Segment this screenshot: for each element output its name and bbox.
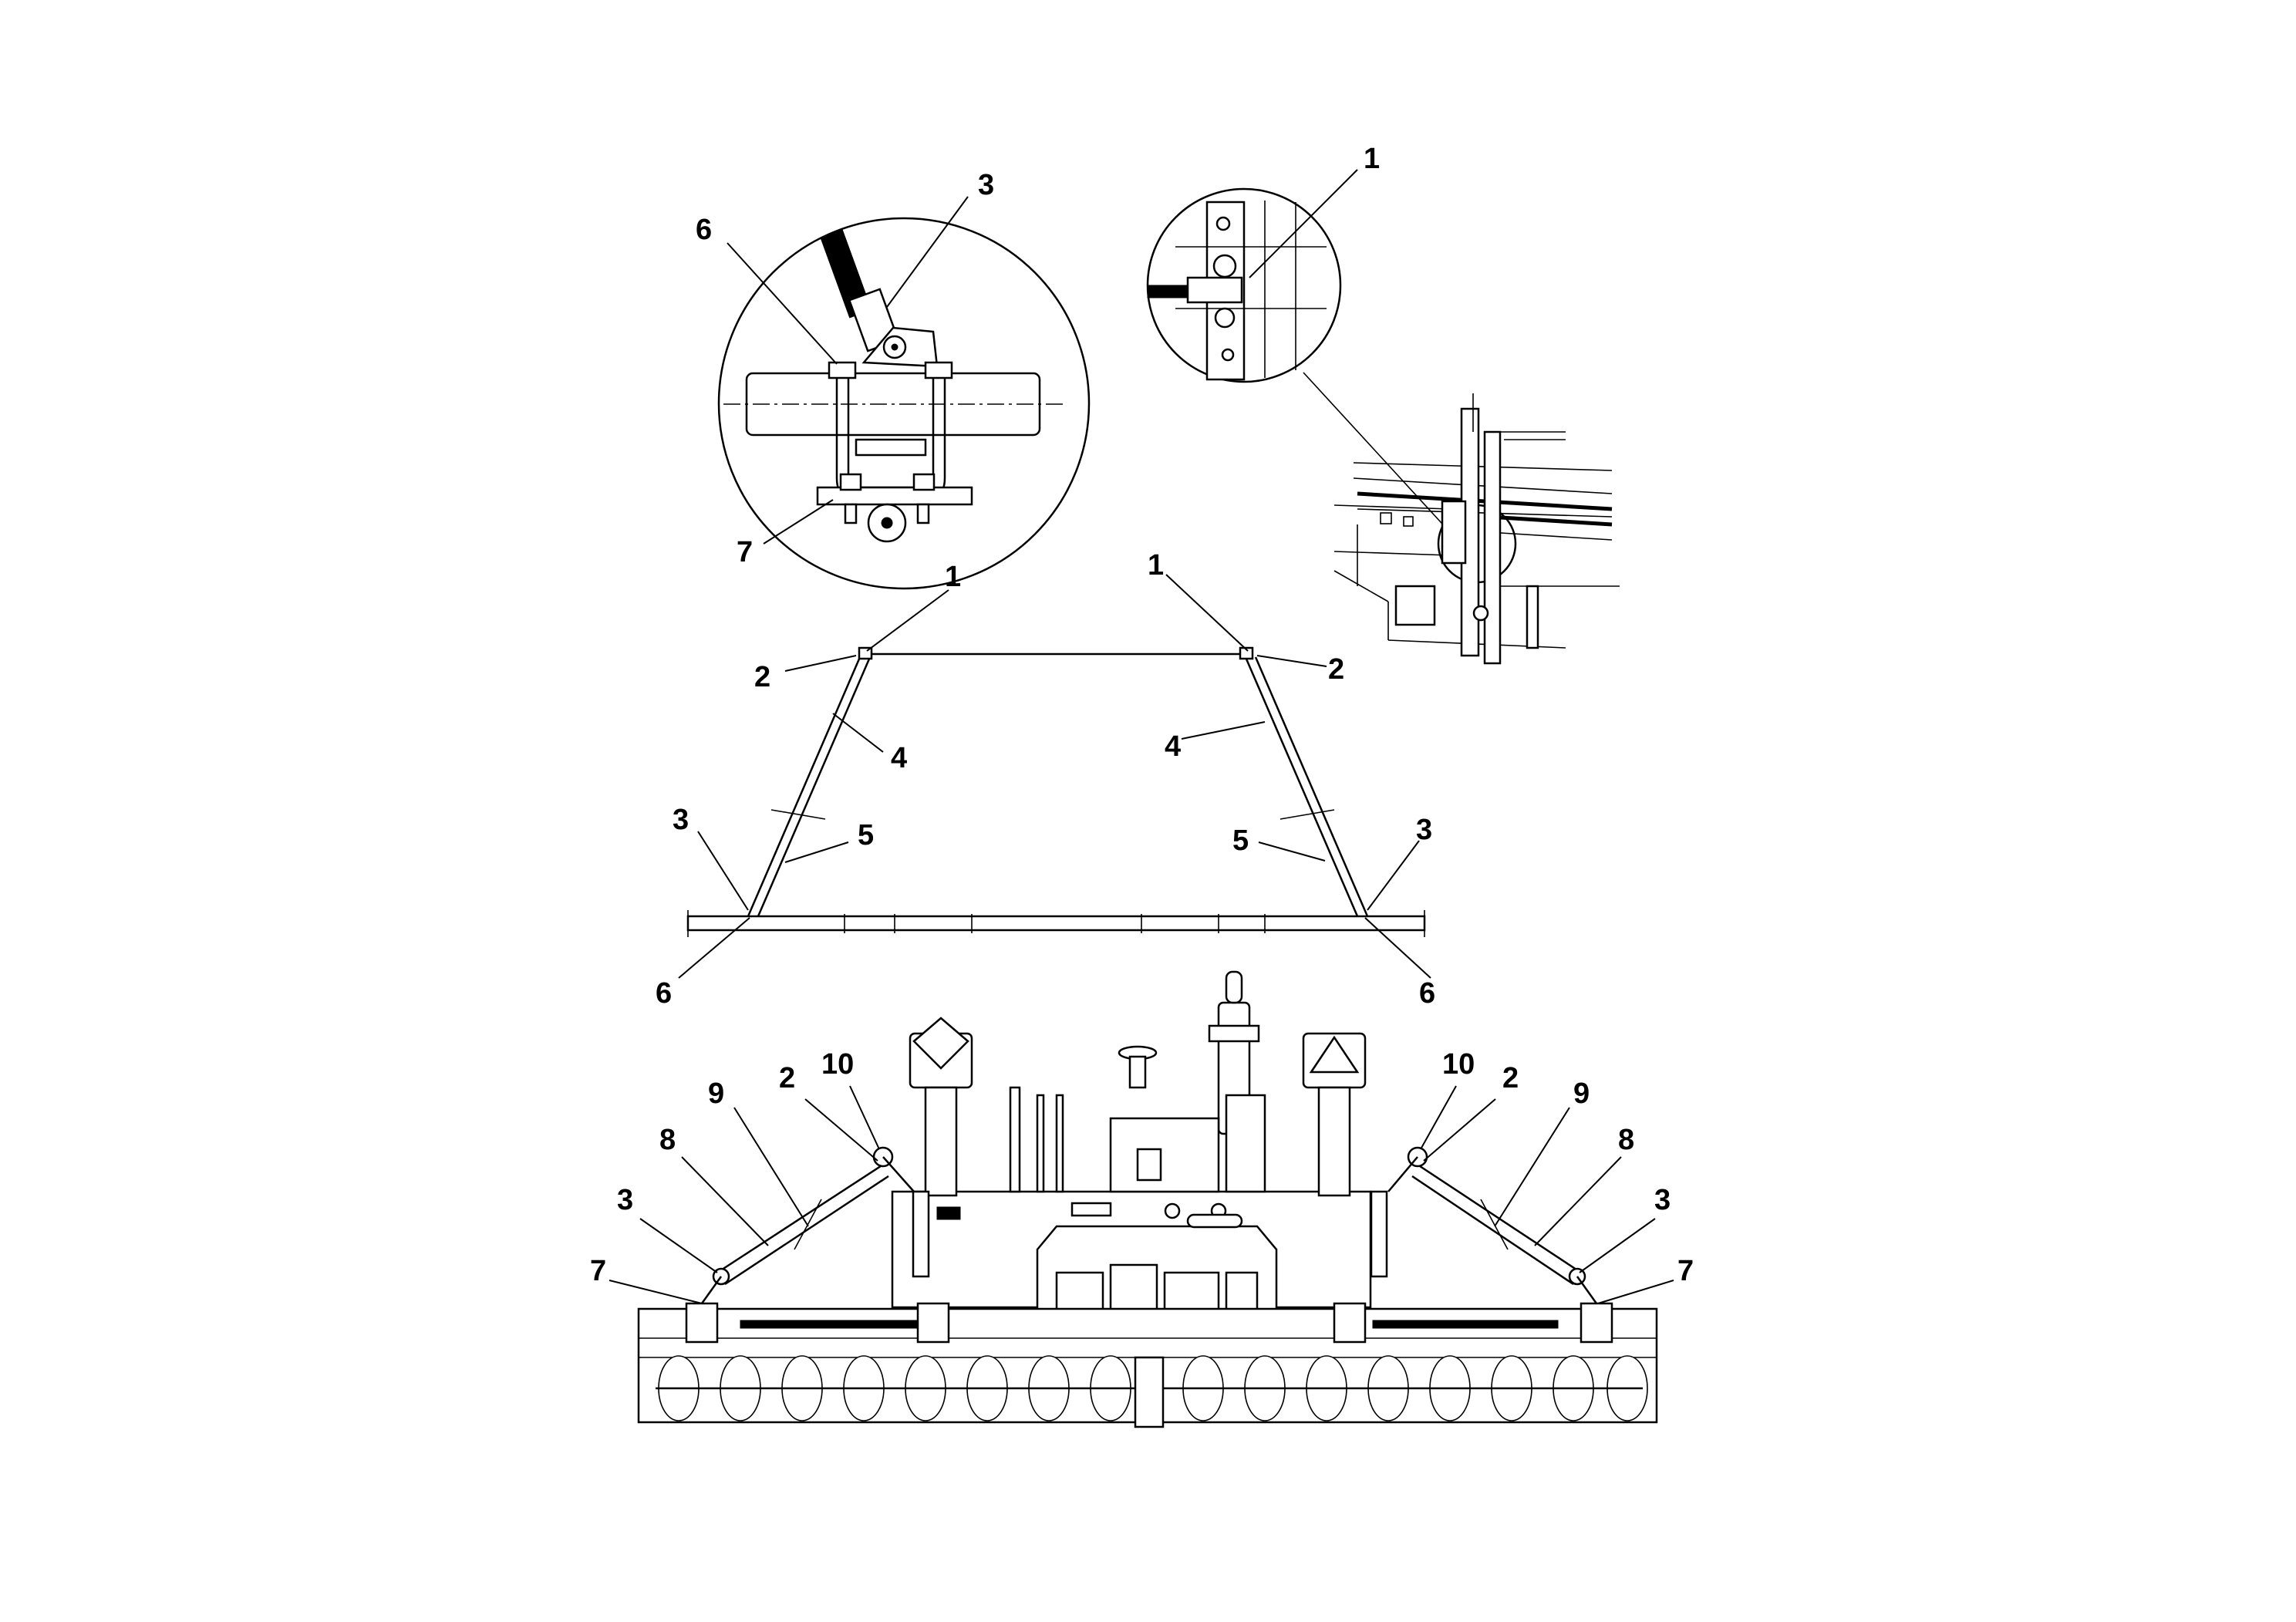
support-frame: [686, 646, 1426, 937]
callout-1-right-detail: 1: [1364, 143, 1380, 175]
callout-6-frame-left: 6: [656, 977, 672, 1010]
callout-3-frame-left: 3: [673, 804, 689, 836]
callout-3-top-detail: 3: [978, 169, 994, 201]
callout-6-frame-right: 6: [1419, 977, 1435, 1010]
callout-9-paver-right: 9: [1573, 1077, 1590, 1110]
callout-7-paver-left: 7: [590, 1255, 606, 1287]
callout-7-paver-right: 7: [1677, 1255, 1694, 1287]
detail-view-mount: [1146, 187, 1451, 533]
machine-detail-view: [1333, 393, 1620, 665]
callout-9-paver-left: 9: [708, 1077, 724, 1110]
callout-10-paver-right: 10: [1442, 1048, 1475, 1081]
callout-2-frame-right: 2: [1328, 653, 1344, 686]
callout-2-frame-left: 2: [754, 661, 770, 693]
callout-5-frame-right: 5: [1232, 824, 1249, 857]
callout-8-paver-right: 8: [1618, 1124, 1634, 1156]
callout-3-paver-left: 3: [617, 1184, 633, 1216]
detail-view-clamp: [717, 217, 1091, 590]
callout-4-frame-right: 4: [1165, 730, 1181, 763]
callout-3-paver-right: 3: [1654, 1184, 1671, 1216]
callout-2-paver-left: 2: [779, 1062, 795, 1094]
callout-8-paver-left: 8: [659, 1124, 676, 1156]
callout-6-top-detail: 6: [696, 214, 712, 246]
callout-3-frame-right: 3: [1416, 814, 1432, 846]
leader-lines: [609, 169, 1674, 1304]
callout-labels: 3 6 7 1 1 1 2 2 4 4 5 5 3 3 6 6 10 10 2 …: [590, 143, 1694, 1287]
callout-2-paver-right: 2: [1502, 1062, 1519, 1094]
paver-machine: [637, 970, 1658, 1428]
callout-1-frame-right: 1: [1148, 549, 1164, 582]
callout-7-top-detail: 7: [737, 536, 753, 568]
callout-1-frame-left: 1: [945, 561, 961, 593]
callout-10-paver-left: 10: [821, 1048, 854, 1081]
callout-4-frame-left: 4: [891, 742, 907, 774]
callout-5-frame-left: 5: [858, 819, 874, 851]
